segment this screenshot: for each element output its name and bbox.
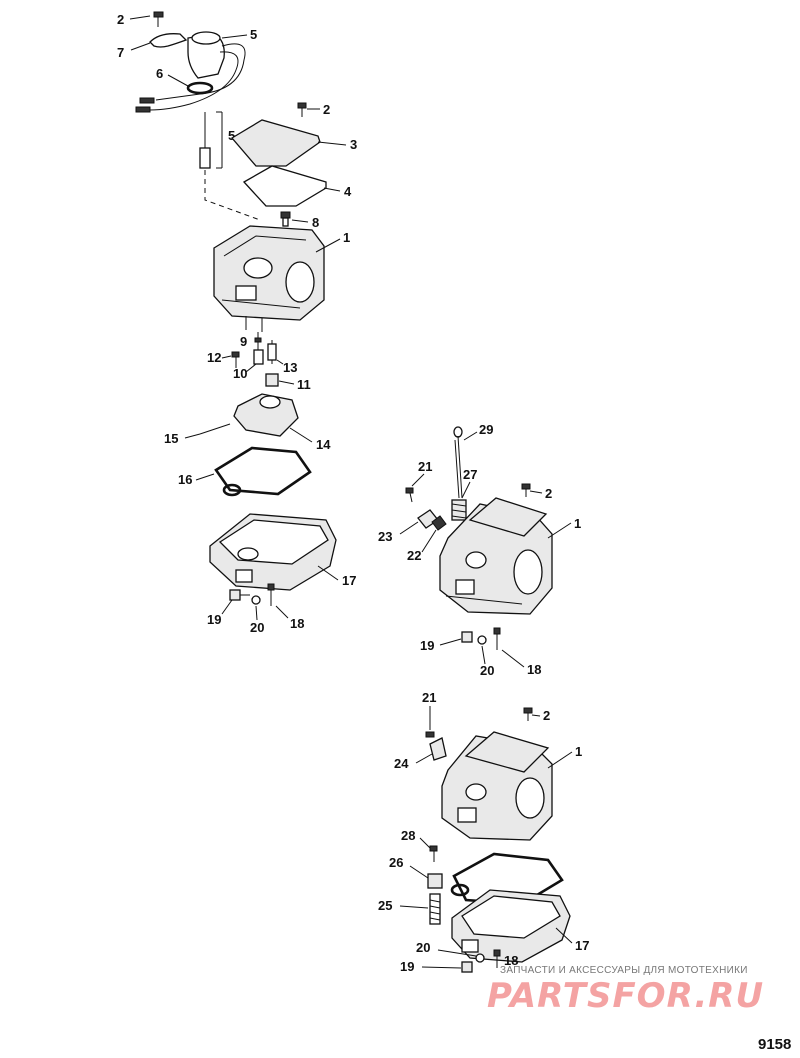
callout-4: 4 bbox=[344, 184, 352, 199]
callout-6: 6 bbox=[156, 66, 163, 81]
callout-19-b: 19 bbox=[420, 638, 434, 653]
drain-screw-part-19c bbox=[461, 961, 473, 973]
washer-part-20c bbox=[475, 953, 485, 963]
float-pin-part-15 bbox=[199, 423, 231, 435]
callout-21-b: 21 bbox=[418, 459, 432, 474]
callout-11: 11 bbox=[297, 377, 311, 392]
washer-part-20 bbox=[251, 595, 261, 605]
float-bowl-part-17 bbox=[209, 513, 337, 591]
jet-part-26 bbox=[427, 873, 443, 889]
screw-part-18 bbox=[267, 583, 275, 606]
screw-part-21c bbox=[425, 731, 435, 738]
assembly-c: 21 24 2 1 28 bbox=[378, 690, 589, 974]
screw-part-2d bbox=[523, 707, 533, 721]
callout-12: 12 bbox=[207, 350, 221, 365]
drain-screw-part-19 bbox=[229, 589, 250, 601]
drain-screw-part-19b bbox=[461, 631, 473, 643]
assembly-a: 2 7 5 6 2 bbox=[117, 11, 357, 635]
callout-25: 25 bbox=[378, 898, 392, 913]
callout-19-c: 19 bbox=[400, 959, 414, 974]
carburetor-body-part-1b bbox=[439, 497, 553, 615]
emulsion-tube-part-13 bbox=[267, 340, 277, 364]
callout-1-b: 1 bbox=[574, 516, 581, 531]
watermark-brand: PARTSFOR.RU bbox=[487, 976, 764, 1016]
float-bowl-part-17c bbox=[451, 889, 571, 963]
watermark: ЗАПЧАСТИ И АКСЕССУАРЫ ДЛЯ МОТОТЕХНИКИ PA… bbox=[487, 965, 764, 1016]
callout-24: 24 bbox=[394, 756, 409, 771]
callout-1-a: 1 bbox=[343, 230, 350, 245]
carburetor-body-part-1c bbox=[441, 731, 553, 841]
carburetor-body-part-1 bbox=[213, 225, 325, 332]
gasket-plate-part-4 bbox=[242, 165, 327, 207]
callout-18-c: 18 bbox=[504, 953, 518, 968]
spring-part-25 bbox=[429, 893, 441, 925]
spring-part-24 bbox=[429, 737, 447, 761]
washer-part-20b bbox=[477, 635, 487, 645]
callout-20-b: 20 bbox=[480, 663, 494, 678]
valve-part-10 bbox=[253, 349, 264, 365]
jet-part-8 bbox=[280, 211, 291, 227]
screw-part-28 bbox=[429, 845, 438, 862]
screw-part-18b bbox=[493, 627, 501, 650]
needle-part-5 bbox=[199, 111, 223, 169]
callout-5-top: 5 bbox=[250, 27, 257, 42]
callout-28: 28 bbox=[401, 828, 415, 843]
screw-part-22 bbox=[431, 515, 447, 531]
callout-27: 27 bbox=[463, 467, 477, 482]
callout-17-c: 17 bbox=[575, 938, 589, 953]
screw-part-12 bbox=[231, 351, 240, 368]
callout-2-d: 2 bbox=[543, 708, 550, 723]
callout-22: 22 bbox=[407, 548, 421, 563]
screw-part-18c bbox=[493, 949, 501, 968]
solenoid-part-5 bbox=[135, 31, 246, 113]
screw-part-21 bbox=[405, 487, 414, 503]
callout-9: 9 bbox=[240, 334, 247, 349]
callout-20-c: 20 bbox=[416, 940, 430, 955]
gasket-part-c bbox=[452, 852, 564, 906]
callout-20-a: 20 bbox=[250, 620, 264, 635]
callout-8: 8 bbox=[312, 215, 319, 230]
callout-19-a: 19 bbox=[207, 612, 221, 627]
gasket-part-16 bbox=[214, 446, 312, 496]
screw-part-2c bbox=[521, 483, 531, 497]
bracket-part-7 bbox=[149, 33, 188, 48]
pin-part-9 bbox=[254, 332, 262, 350]
callout-3: 3 bbox=[350, 137, 357, 152]
watermark-ribbon: ЗАПЧАСТИ И АКСЕССУАРЫ ДЛЯ МОТОТЕХНИКИ bbox=[500, 965, 748, 976]
callout-18-b: 18 bbox=[527, 662, 541, 677]
rod-part-29 bbox=[453, 426, 463, 499]
spring-part-27 bbox=[451, 499, 467, 521]
callout-1-c: 1 bbox=[575, 744, 582, 759]
cover-plate-part-3 bbox=[231, 119, 321, 167]
figure-number: 9158 bbox=[758, 1036, 791, 1053]
assembly-b: 29 27 21 2 23 22 bbox=[378, 422, 581, 678]
callout-15: 15 bbox=[164, 431, 178, 446]
callout-18-a: 18 bbox=[290, 616, 304, 631]
callout-16: 16 bbox=[178, 472, 192, 487]
callout-21-c: 21 bbox=[422, 690, 436, 705]
screw-part-2b bbox=[297, 102, 307, 117]
callout-17-a: 17 bbox=[342, 573, 356, 588]
float-part-14 bbox=[233, 393, 299, 437]
callout-2: 2 bbox=[117, 12, 124, 27]
callout-7: 7 bbox=[117, 45, 124, 60]
callout-5-needle: 5 bbox=[228, 128, 235, 143]
callout-29: 29 bbox=[479, 422, 493, 437]
o-ring-part-6 bbox=[186, 81, 214, 95]
callout-10: 10 bbox=[233, 366, 247, 381]
screw-part-2 bbox=[153, 11, 164, 27]
callout-26: 26 bbox=[389, 855, 403, 870]
callout-13: 13 bbox=[283, 360, 297, 375]
callout-2-c: 2 bbox=[545, 486, 552, 501]
callout-23: 23 bbox=[378, 529, 392, 544]
callout-14: 14 bbox=[316, 437, 331, 452]
callout-2-b: 2 bbox=[323, 102, 330, 117]
jet-part-11 bbox=[265, 373, 279, 387]
